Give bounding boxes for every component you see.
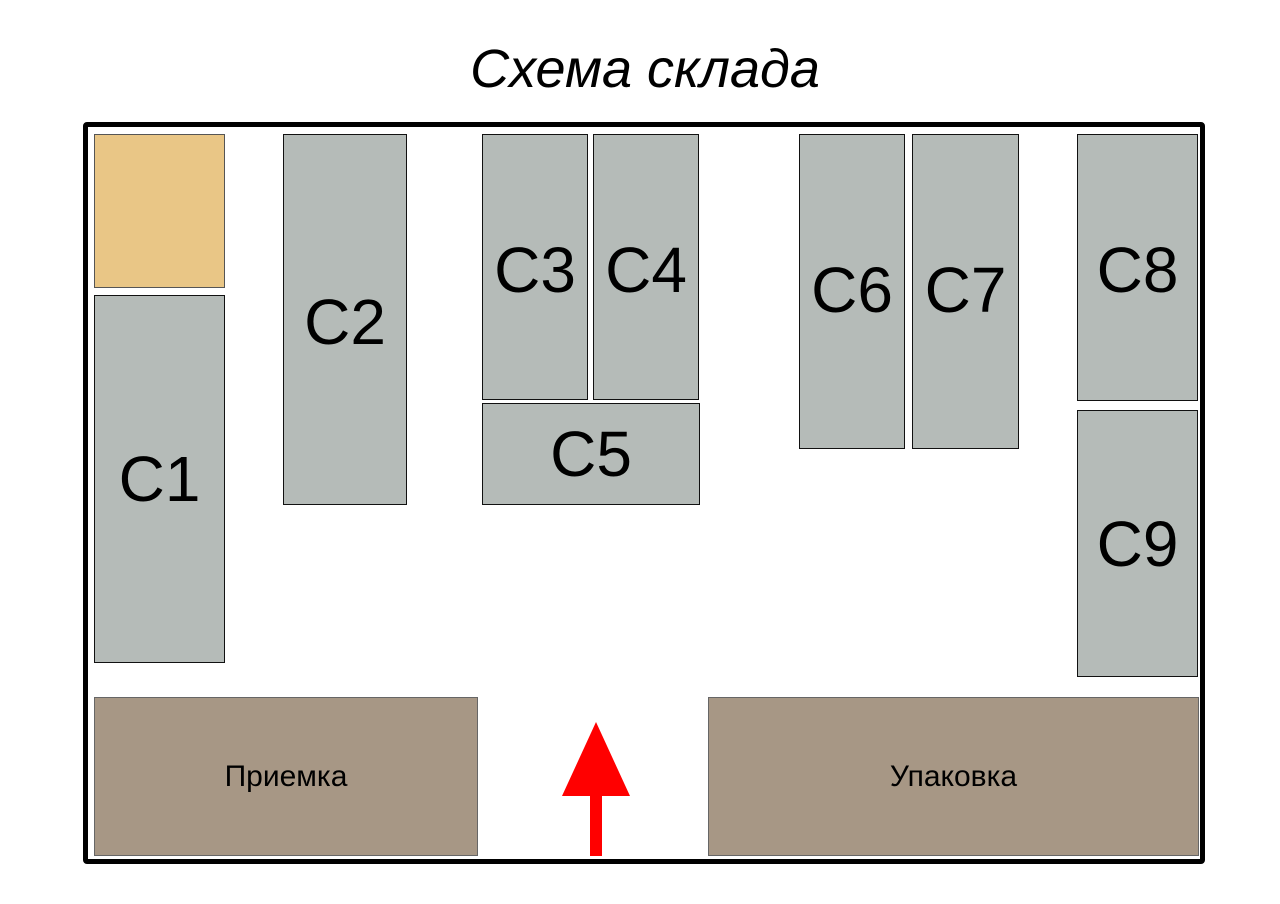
zone-receiving: Приемка	[94, 697, 478, 856]
warehouse-outline	[83, 122, 1205, 864]
diagram-title: Схема склада	[470, 39, 820, 99]
zone-packing: Упаковка	[708, 697, 1199, 856]
rack-c9: С9	[1077, 410, 1198, 677]
rack-c5: С5	[482, 403, 700, 505]
rack-c8: С8	[1077, 134, 1198, 401]
rack-c4: С4	[593, 134, 699, 400]
arrow-up-icon	[562, 722, 630, 856]
rack-c7: С7	[912, 134, 1019, 449]
rack-c2: С2	[283, 134, 407, 505]
rack-c3: С3	[482, 134, 588, 400]
rack-c1: С1	[94, 295, 225, 663]
reserved-area	[94, 134, 225, 288]
rack-c6: С6	[799, 134, 905, 449]
